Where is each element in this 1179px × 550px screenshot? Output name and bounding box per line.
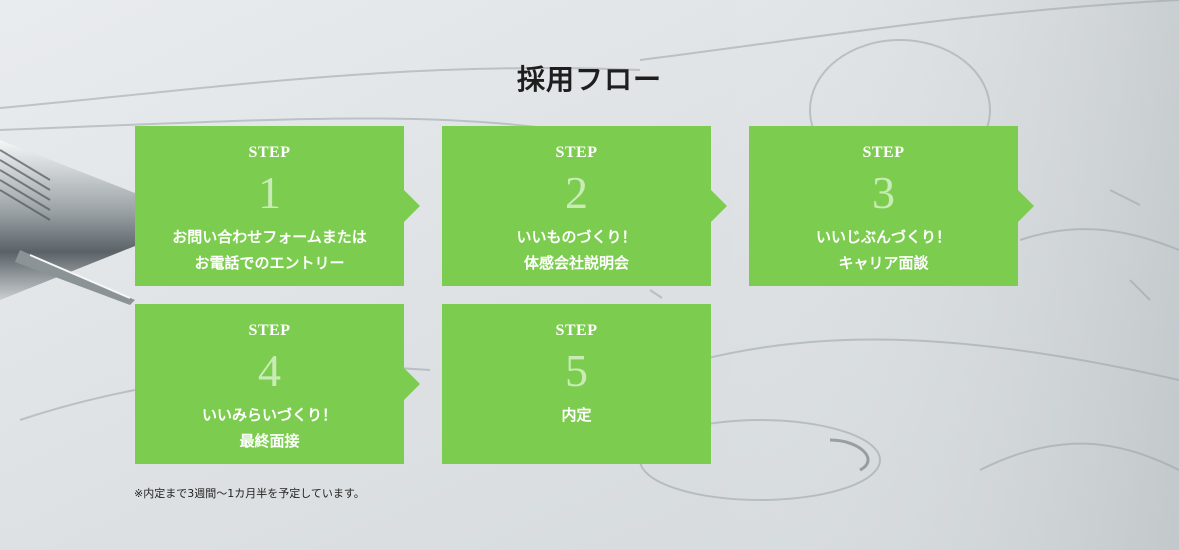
step-card-4: STEP 4 いいみらいづくり！ 最終面接 bbox=[135, 304, 420, 464]
step-label: STEP bbox=[248, 144, 291, 161]
step-label: STEP bbox=[248, 322, 291, 339]
page-title: 採用フロー bbox=[516, 63, 662, 96]
step-description: いいじぶんづくり！ キャリア面談 bbox=[757, 224, 1010, 276]
step-description-line: 内定 bbox=[561, 406, 592, 424]
arrow-right-icon bbox=[404, 190, 420, 222]
step-number: 1 bbox=[258, 167, 281, 218]
arrow-right-icon bbox=[1018, 190, 1034, 222]
step-label: STEP bbox=[555, 322, 598, 339]
step-description: いいみらいづくり！ 最終面接 bbox=[143, 402, 396, 454]
step-description-line: いいじぶんづくり！ bbox=[815, 228, 951, 246]
step-card-1: STEP 1 お問い合わせフォームまたは お電話でのエントリー bbox=[135, 126, 420, 286]
step-description-line: 体感会社説明会 bbox=[523, 254, 629, 272]
step-card-5: STEP 5 内定 bbox=[442, 304, 711, 464]
step-label: STEP bbox=[862, 144, 905, 161]
step-label: STEP bbox=[555, 144, 598, 161]
step-card-2: STEP 2 いいものづくり！ 体感会社説明会 bbox=[442, 126, 727, 286]
step-number: 4 bbox=[258, 345, 281, 396]
step-description: いいものづくり！ 体感会社説明会 bbox=[450, 224, 703, 276]
arrow-right-icon bbox=[404, 368, 420, 400]
step-number: 5 bbox=[565, 345, 588, 396]
step-description-line: お電話でのエントリー bbox=[194, 254, 345, 272]
step-card-3: STEP 3 いいじぶんづくり！ キャリア面談 bbox=[749, 126, 1034, 286]
step-description-line: いいものづくり！ bbox=[516, 228, 637, 246]
step-description-line: キャリア面談 bbox=[838, 254, 929, 272]
step-description: お問い合わせフォームまたは お電話でのエントリー bbox=[143, 224, 396, 276]
step-number: 3 bbox=[872, 167, 895, 218]
step-description-line: いいみらいづくり！ bbox=[201, 406, 337, 424]
arrow-right-icon bbox=[711, 190, 727, 222]
step-description: 内定 bbox=[450, 402, 703, 428]
step-description-line: 最終面接 bbox=[239, 432, 300, 450]
step-number: 2 bbox=[565, 167, 588, 218]
step-description-line: お問い合わせフォームまたは bbox=[172, 228, 367, 246]
schedule-note: ※内定まで3週間〜1カ月半を予定しています。 bbox=[134, 487, 365, 500]
